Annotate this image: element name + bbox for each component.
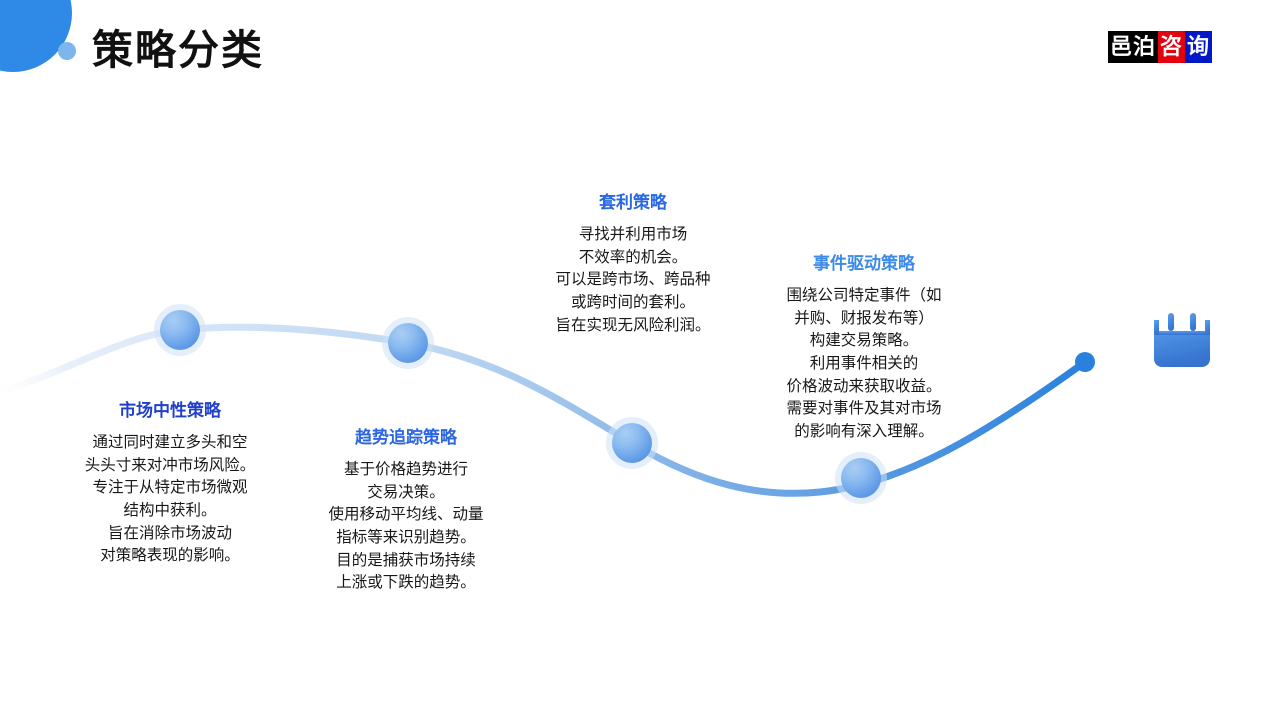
brand-logo-segment-primary: 邑泊 [1107,31,1158,63]
node-trend-following[interactable] [388,323,428,363]
strategy-description: 寻找并利用市场 不效率的机会。 可以是跨市场、跨品种 或跨时间的套利。 旨在实现… [555,226,711,334]
strategy-title: 市场中性策略 [119,401,221,420]
strategy-description: 通过同时建立多头和空 头头寸来对冲市场风险。 专注于从特定市场微观 结构中获利。… [84,434,256,565]
strategy-description: 基于价格趋势进行 交易决策。 使用移动平均线、动量 指标等来识别趋势。 目的是捕… [328,461,484,592]
strategy-block-event-driven: 事件驱动策略 围绕公司特定事件（如 并购、财报发布等） 构建交易策略。 利用事件… [748,249,980,443]
strategy-title: 趋势追踪策略 [355,428,457,447]
calendar-icon [1154,313,1210,367]
strategy-block-arbitrage: 套利策略 寻找并利用市场 不效率的机会。 可以是跨市场、跨品种 或跨时间的套利。… [524,188,742,337]
node-arbitrage[interactable] [612,423,652,463]
node-event-driven[interactable] [841,458,881,498]
decorative-dot-top-left [58,42,76,60]
brand-logo-segment-blue: 询 [1184,31,1212,63]
brand-logo-segment-red: 咨 [1157,31,1185,63]
strategy-title: 事件驱动策略 [813,254,915,273]
strategy-description: 围绕公司特定事件（如 并购、财报发布等） 构建交易策略。 利用事件相关的 价格波… [786,287,942,440]
brand-logo: 邑泊 咨 询 [1107,31,1212,63]
strategy-block-trend-following: 趋势追踪策略 基于价格趋势进行 交易决策。 使用移动平均线、动量 指标等来识别趋… [296,423,516,595]
strategy-title: 套利策略 [599,193,667,212]
curve-end-marker [1075,352,1095,372]
node-market-neutral[interactable] [160,310,200,350]
strategy-block-market-neutral: 市场中性策略 通过同时建立多头和空 头头寸来对冲市场风险。 专注于从特定市场微观… [56,396,284,568]
page-title: 策略分类 [92,27,264,73]
